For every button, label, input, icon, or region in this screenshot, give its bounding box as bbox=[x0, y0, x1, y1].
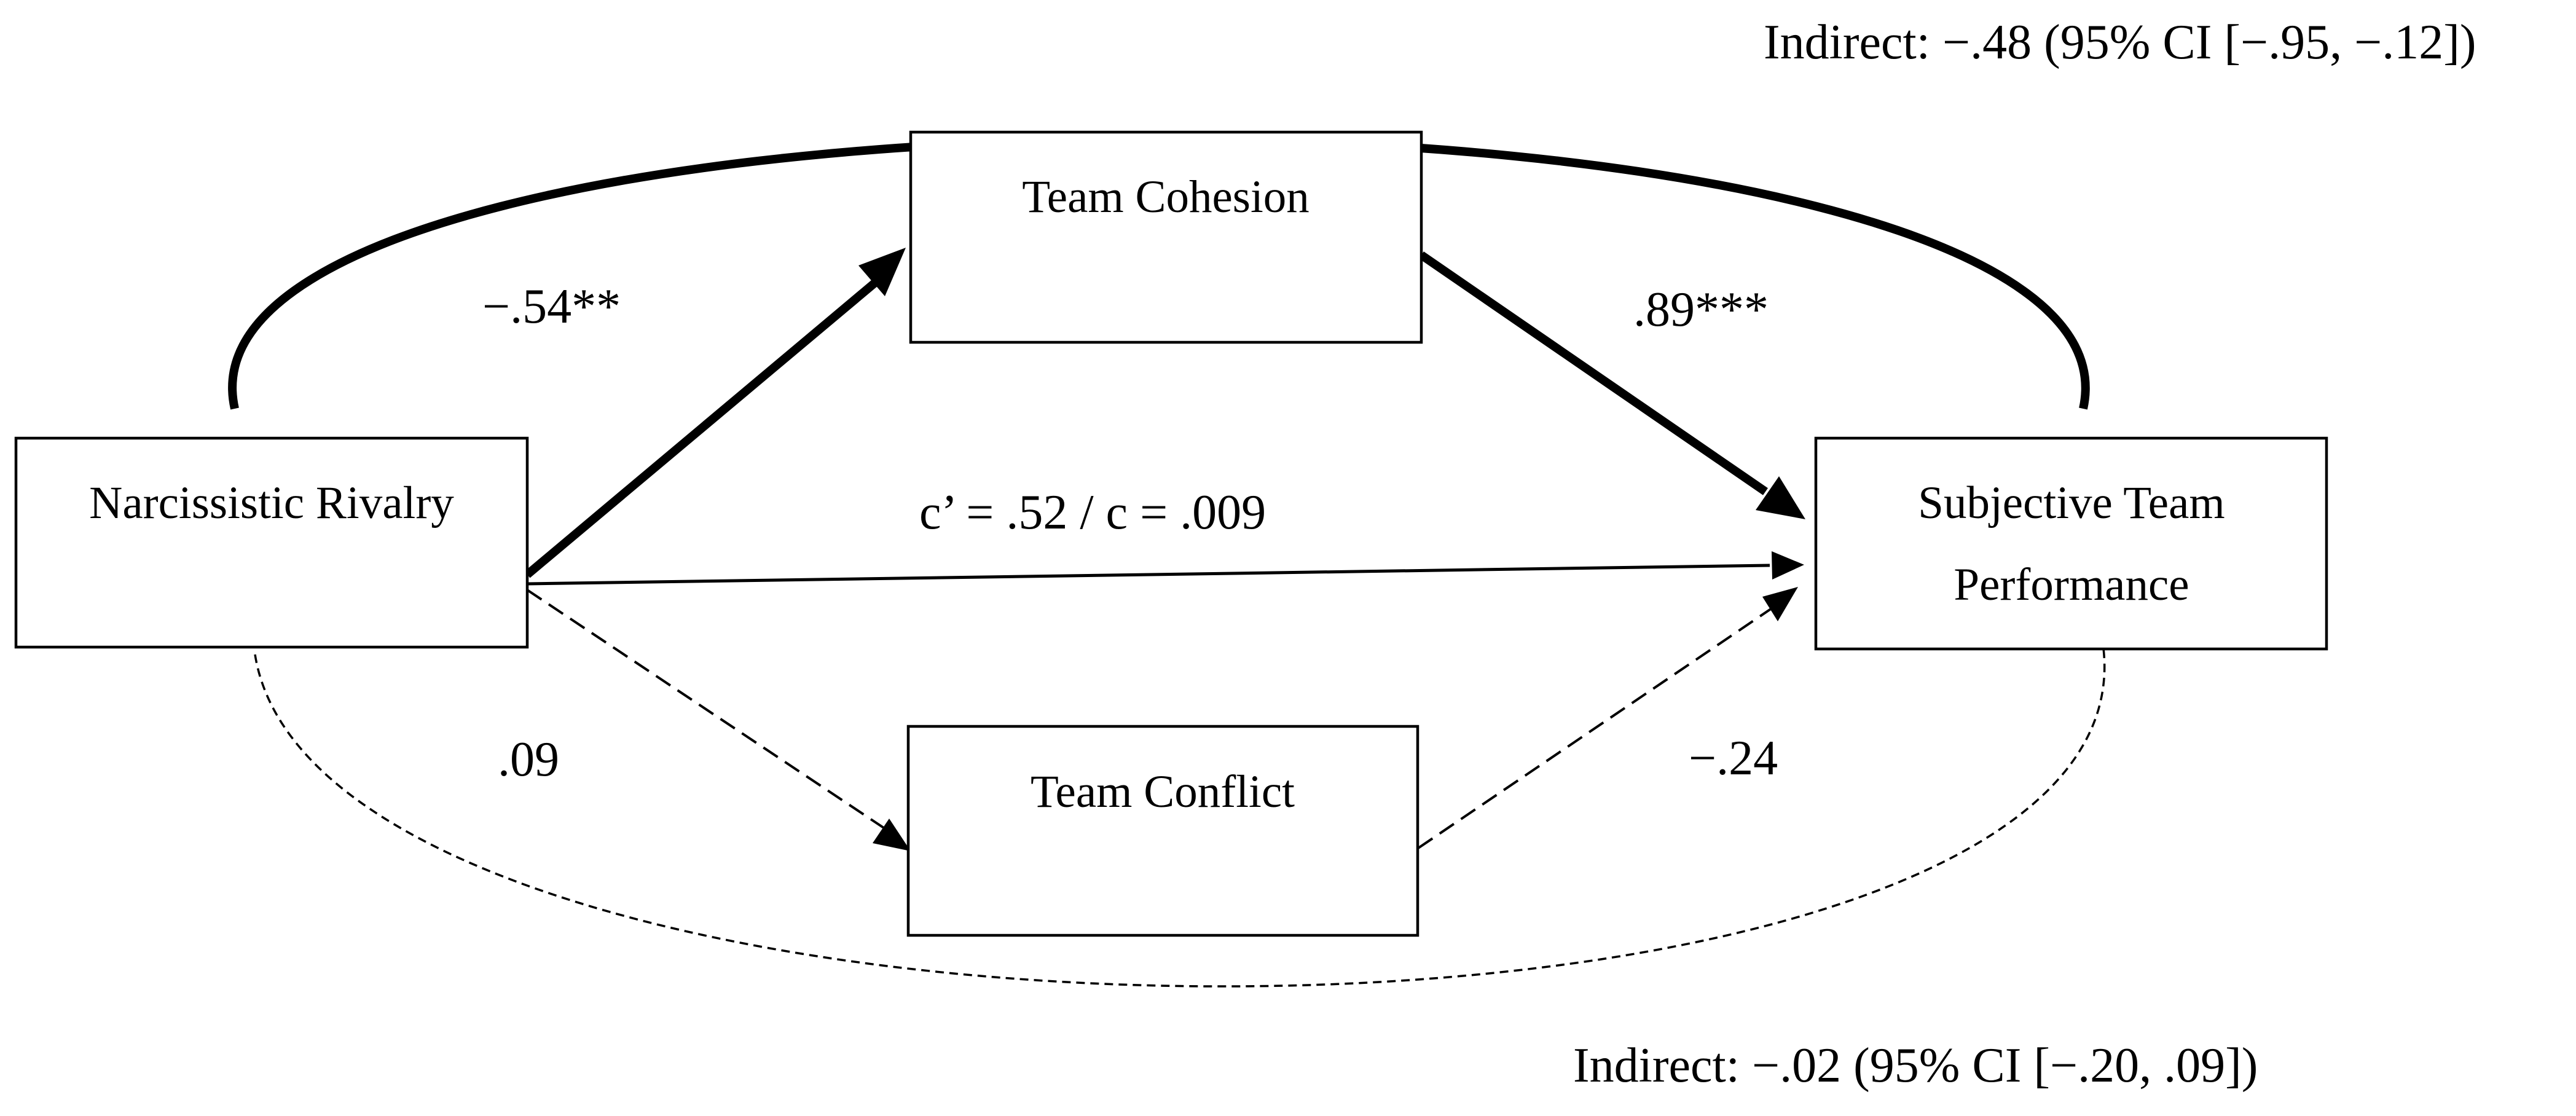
path-b-cohesion bbox=[1419, 251, 1768, 495]
arrowhead-direct bbox=[1772, 551, 1804, 580]
path-b-conflict bbox=[1417, 607, 1773, 849]
node-outcome-label-line-2: Performance bbox=[1954, 559, 2189, 610]
node-outcome-label-line-1: Subjective Team bbox=[1918, 477, 2225, 529]
indirect-effect-conflict: Indirect: −.02 (95% CI [−.20, .09]) bbox=[1573, 1039, 2258, 1093]
indirect-arc-conflict bbox=[254, 635, 2106, 988]
arrowhead-b-cohesion bbox=[1756, 476, 1805, 519]
coef-b-cohesion: .89*** bbox=[1633, 283, 1769, 337]
node-team-conflict-label: Team Conflict bbox=[1031, 766, 1295, 817]
arrowhead-b-conflict bbox=[1762, 587, 1798, 621]
node-team-conflict: Team Conflict bbox=[906, 725, 1420, 937]
node-narcissistic-rivalry: Narcissistic Rivalry bbox=[14, 436, 529, 649]
indirect-effect-cohesion: Indirect: −.48 (95% CI [−.95, −.12]) bbox=[1764, 15, 2476, 69]
path-a-cohesion bbox=[524, 279, 878, 578]
node-subjective-team-performance: Subjective Team Performance bbox=[1814, 436, 2328, 651]
coef-a-cohesion: −.54** bbox=[482, 280, 621, 334]
coef-b-conflict: −.24 bbox=[1689, 731, 1778, 785]
arrowhead-a-conflict bbox=[873, 819, 911, 851]
arrowhead-a-cohesion bbox=[858, 248, 906, 296]
path-a-conflict bbox=[526, 589, 885, 829]
node-team-cohesion-label: Team Cohesion bbox=[1022, 171, 1310, 222]
coef-a-conflict: .09 bbox=[498, 733, 559, 787]
node-team-cohesion: Team Cohesion bbox=[909, 130, 1423, 344]
node-narcissistic-rivalry-label: Narcissistic Rivalry bbox=[89, 477, 454, 529]
path-direct bbox=[527, 564, 1770, 586]
coef-direct: c’ = .52 / c = .009 bbox=[919, 485, 1266, 540]
